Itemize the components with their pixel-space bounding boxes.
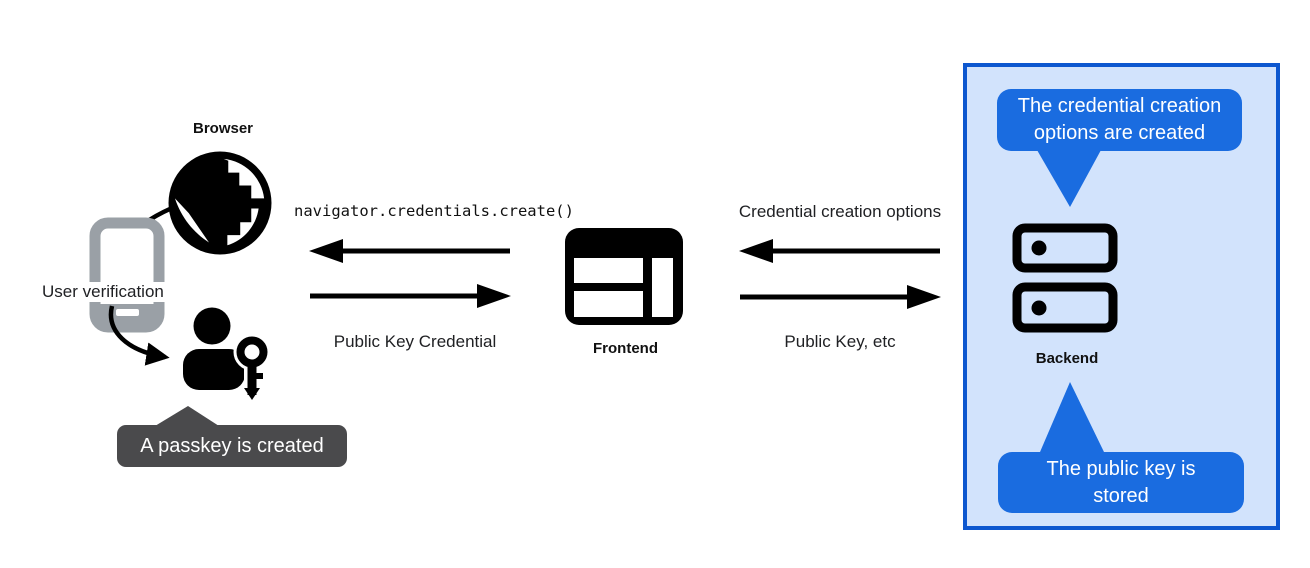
backend-server-icon	[1012, 223, 1118, 333]
backend-bottom-bubble: The public key is stored	[998, 452, 1244, 513]
frontend-to-browser-arrow-icon	[309, 239, 510, 263]
person-key-icon	[183, 307, 271, 400]
passkey-bubble-text: A passkey is created	[140, 434, 324, 457]
phone-to-user-arrow-icon	[108, 305, 170, 366]
passkey-bubble: A passkey is created	[117, 425, 347, 467]
backend-top-bubble-line: The credential creation	[1017, 95, 1222, 117]
public-key-credential-label: Public Key Credential	[333, 332, 497, 351]
browser-to-frontend-arrow-icon	[310, 284, 511, 308]
credential-creation-options-label: Credential creation options	[738, 202, 942, 221]
globe-icon	[168, 151, 272, 255]
credentials-create-call-label: navigator.credentials.create()	[294, 202, 574, 220]
backend-bottom-bubble-tail	[1040, 382, 1104, 452]
public-key-etc-label: Public Key, etc	[784, 332, 896, 351]
frontend-title: Frontend	[593, 340, 658, 357]
backend-title: Backend	[1035, 350, 1099, 367]
backend-top-bubble-tail	[1037, 150, 1101, 207]
browser-title: Browser	[192, 120, 254, 137]
passkey-bubble-tail	[155, 406, 219, 426]
frontend-window-icon	[565, 228, 683, 325]
backend-bottom-bubble-line: The public key is	[1046, 457, 1196, 480]
backend-top-bubble-line: options are created	[1033, 122, 1206, 144]
backend-bottom-bubble-line: stored	[1093, 484, 1149, 507]
backend-top-bubble: The credential creation options are crea…	[997, 89, 1242, 151]
user-verification-label: User verification	[40, 282, 166, 302]
backend-to-frontend-arrow-icon	[739, 239, 940, 263]
frontend-to-backend-arrow-icon	[740, 285, 941, 309]
